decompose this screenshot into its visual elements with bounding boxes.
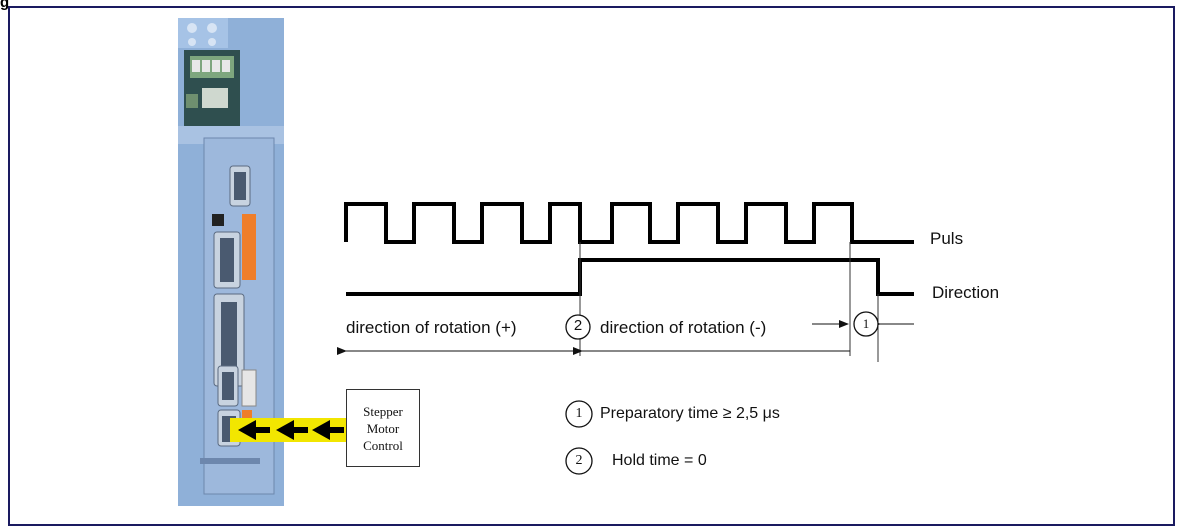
legend-1-circle xyxy=(565,400,593,428)
figure-label: g xyxy=(0,0,10,11)
marker-2-number: 2 xyxy=(573,317,583,334)
legend-1-text: Preparatory time ≥ 2,5 μs xyxy=(600,405,780,422)
rotation-minus-label: direction of rotation (-) xyxy=(600,318,767,337)
stepper-signal-arrow xyxy=(230,418,346,442)
puls-label: Puls xyxy=(930,229,964,248)
marker-2-circle xyxy=(565,314,591,340)
stepper-line-3: Control xyxy=(363,437,403,453)
legend-1-number: 1 xyxy=(575,406,583,421)
timing-diagram xyxy=(230,202,914,475)
stepper-line-2: Motor xyxy=(366,420,400,436)
stepper-motor-control-box: Stepper Motor Control xyxy=(346,389,420,467)
marker-1-number: 1 xyxy=(862,316,870,331)
marker-1-circle xyxy=(853,311,879,337)
direction-label: Direction xyxy=(932,283,1000,302)
legend-2-number: 2 xyxy=(575,453,583,468)
rotation-plus-label: direction of rotation (+) xyxy=(346,318,517,337)
legend-2-text: Hold time = 0 xyxy=(612,452,707,469)
direction-waveform xyxy=(346,258,914,296)
puls-waveform xyxy=(344,202,914,244)
legend-2-circle xyxy=(565,447,593,475)
stepper-line-1: Stepper xyxy=(363,403,403,419)
